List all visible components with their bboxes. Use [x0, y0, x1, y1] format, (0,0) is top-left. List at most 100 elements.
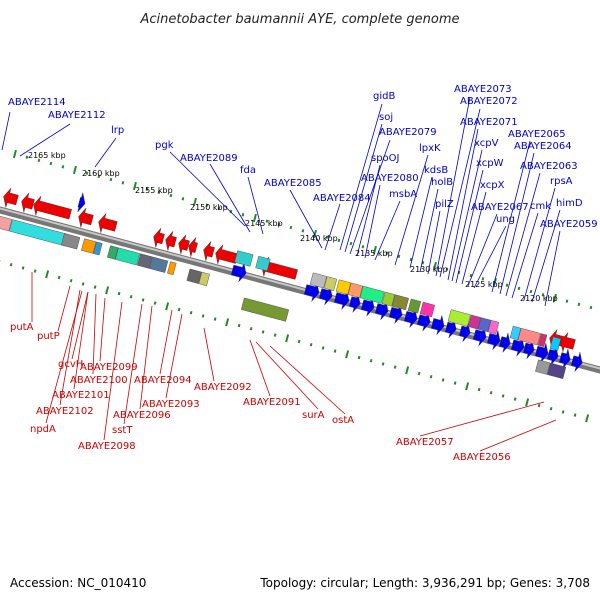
tick-mark	[309, 343, 313, 347]
tick-mark	[189, 311, 193, 315]
gene-category-box	[107, 245, 119, 260]
tick-mark	[181, 197, 185, 201]
tick-mark	[145, 187, 149, 191]
tick-mark	[117, 291, 121, 296]
gene-category-box	[137, 253, 153, 269]
tick-mark	[277, 222, 281, 227]
leader-line	[435, 96, 471, 277]
gene-category-box	[535, 359, 551, 375]
leader-line	[349, 139, 391, 255]
gene-label: ABAYE2057	[396, 437, 454, 448]
tick-mark	[477, 387, 481, 392]
tick-label: 2120 kbp	[520, 294, 558, 303]
gene-label: ABAYE2067	[471, 202, 529, 213]
tick-mark	[429, 375, 433, 379]
tick-mark	[481, 277, 485, 281]
gene-label: holB	[431, 177, 453, 188]
gene-category-box	[234, 250, 254, 267]
leader-line	[209, 163, 251, 233]
gene-category-box	[186, 268, 202, 284]
gene-label: ABAYE2091	[243, 397, 301, 408]
gene-category-box	[115, 247, 140, 266]
tick-mark	[517, 286, 521, 291]
leader-line	[269, 345, 346, 415]
forward-gene-arrow	[558, 348, 571, 369]
backbone-line	[0, 206, 600, 374]
gene-label: ABAYE2089	[180, 153, 238, 164]
gene-category-box	[359, 285, 385, 304]
gene-label: soj	[379, 112, 393, 123]
reverse-gene-arrow	[153, 227, 165, 248]
forward-gene-arrow	[230, 262, 247, 283]
gene-label: ABAYE2101	[52, 390, 110, 401]
gene-label: ABAYE2080	[361, 173, 419, 184]
tick-mark	[153, 301, 157, 305]
tick-mark	[561, 410, 565, 414]
leader-line	[1, 111, 11, 151]
tick-mark	[333, 349, 337, 353]
gene-label: ABAYE2063	[520, 161, 578, 172]
tick-mark	[285, 334, 290, 343]
tick-mark	[565, 299, 569, 303]
gene-label: rpsA	[550, 176, 573, 187]
tick-mark	[213, 317, 217, 321]
tick-mark	[489, 391, 493, 395]
tick-mark	[441, 378, 445, 382]
tick-mark	[21, 266, 25, 270]
tick-mark	[225, 318, 230, 327]
leader-line	[289, 189, 323, 249]
tick-mark	[453, 381, 457, 385]
tick-mark	[205, 203, 209, 207]
tick-mark	[549, 407, 553, 411]
tick-mark	[49, 161, 53, 166]
leader-line	[249, 339, 271, 397]
tick-mark	[525, 398, 530, 407]
reverse-gene-arrow	[98, 213, 118, 233]
tick-mark	[289, 225, 293, 230]
gene-label: surA	[302, 410, 325, 421]
gene-label: ABAYE2093	[142, 399, 200, 410]
leader-line	[57, 285, 71, 332]
leader-line	[255, 341, 319, 410]
gene-label: xcpW	[476, 158, 504, 169]
gene-label: ABAYE2114	[8, 97, 66, 108]
leader-line	[409, 176, 433, 269]
tick-mark	[345, 350, 350, 359]
forward-gene-arrow	[570, 352, 583, 372]
tick-mark	[141, 298, 145, 302]
gene-category-box	[547, 362, 567, 379]
tick-mark	[97, 174, 101, 179]
tick-mark	[369, 359, 373, 363]
accession-text: Accession: NC_010410	[10, 576, 146, 590]
reverse-gene-arrow	[33, 195, 72, 220]
gene-category-box	[309, 272, 327, 289]
tick-mark	[361, 245, 365, 249]
gene-category-box	[167, 261, 177, 276]
leader-line	[374, 200, 401, 261]
tick-mark	[129, 295, 133, 299]
tick-mark	[25, 155, 29, 159]
gene-category-box	[347, 282, 363, 298]
leader-line	[479, 419, 557, 452]
gene-category-box	[407, 298, 422, 314]
tick-mark	[529, 289, 533, 294]
leader-line	[247, 176, 264, 235]
gene-label: ABAYE2072	[460, 96, 518, 107]
gene-category-box	[93, 241, 103, 256]
gene-category-box	[149, 256, 169, 273]
gene-label: putA	[10, 322, 34, 333]
tick-mark	[541, 293, 545, 297]
tick-label: 2145 kbp	[245, 219, 283, 228]
tick-label: 2160 kbp	[82, 169, 120, 178]
gene-label: pgk	[155, 140, 174, 151]
gene-category-box	[549, 336, 562, 351]
tick-label: 2150 kbp	[190, 203, 228, 212]
tick-mark	[381, 362, 385, 366]
gene-label: ABAYE2099	[80, 362, 138, 373]
gene-label: sstT	[112, 425, 133, 436]
gene-label: ABAYE2098	[78, 441, 136, 452]
leader-line	[451, 149, 483, 282]
gene-category-box	[509, 325, 522, 341]
genome-backbone	[0, 206, 600, 374]
tick-mark	[337, 238, 341, 243]
